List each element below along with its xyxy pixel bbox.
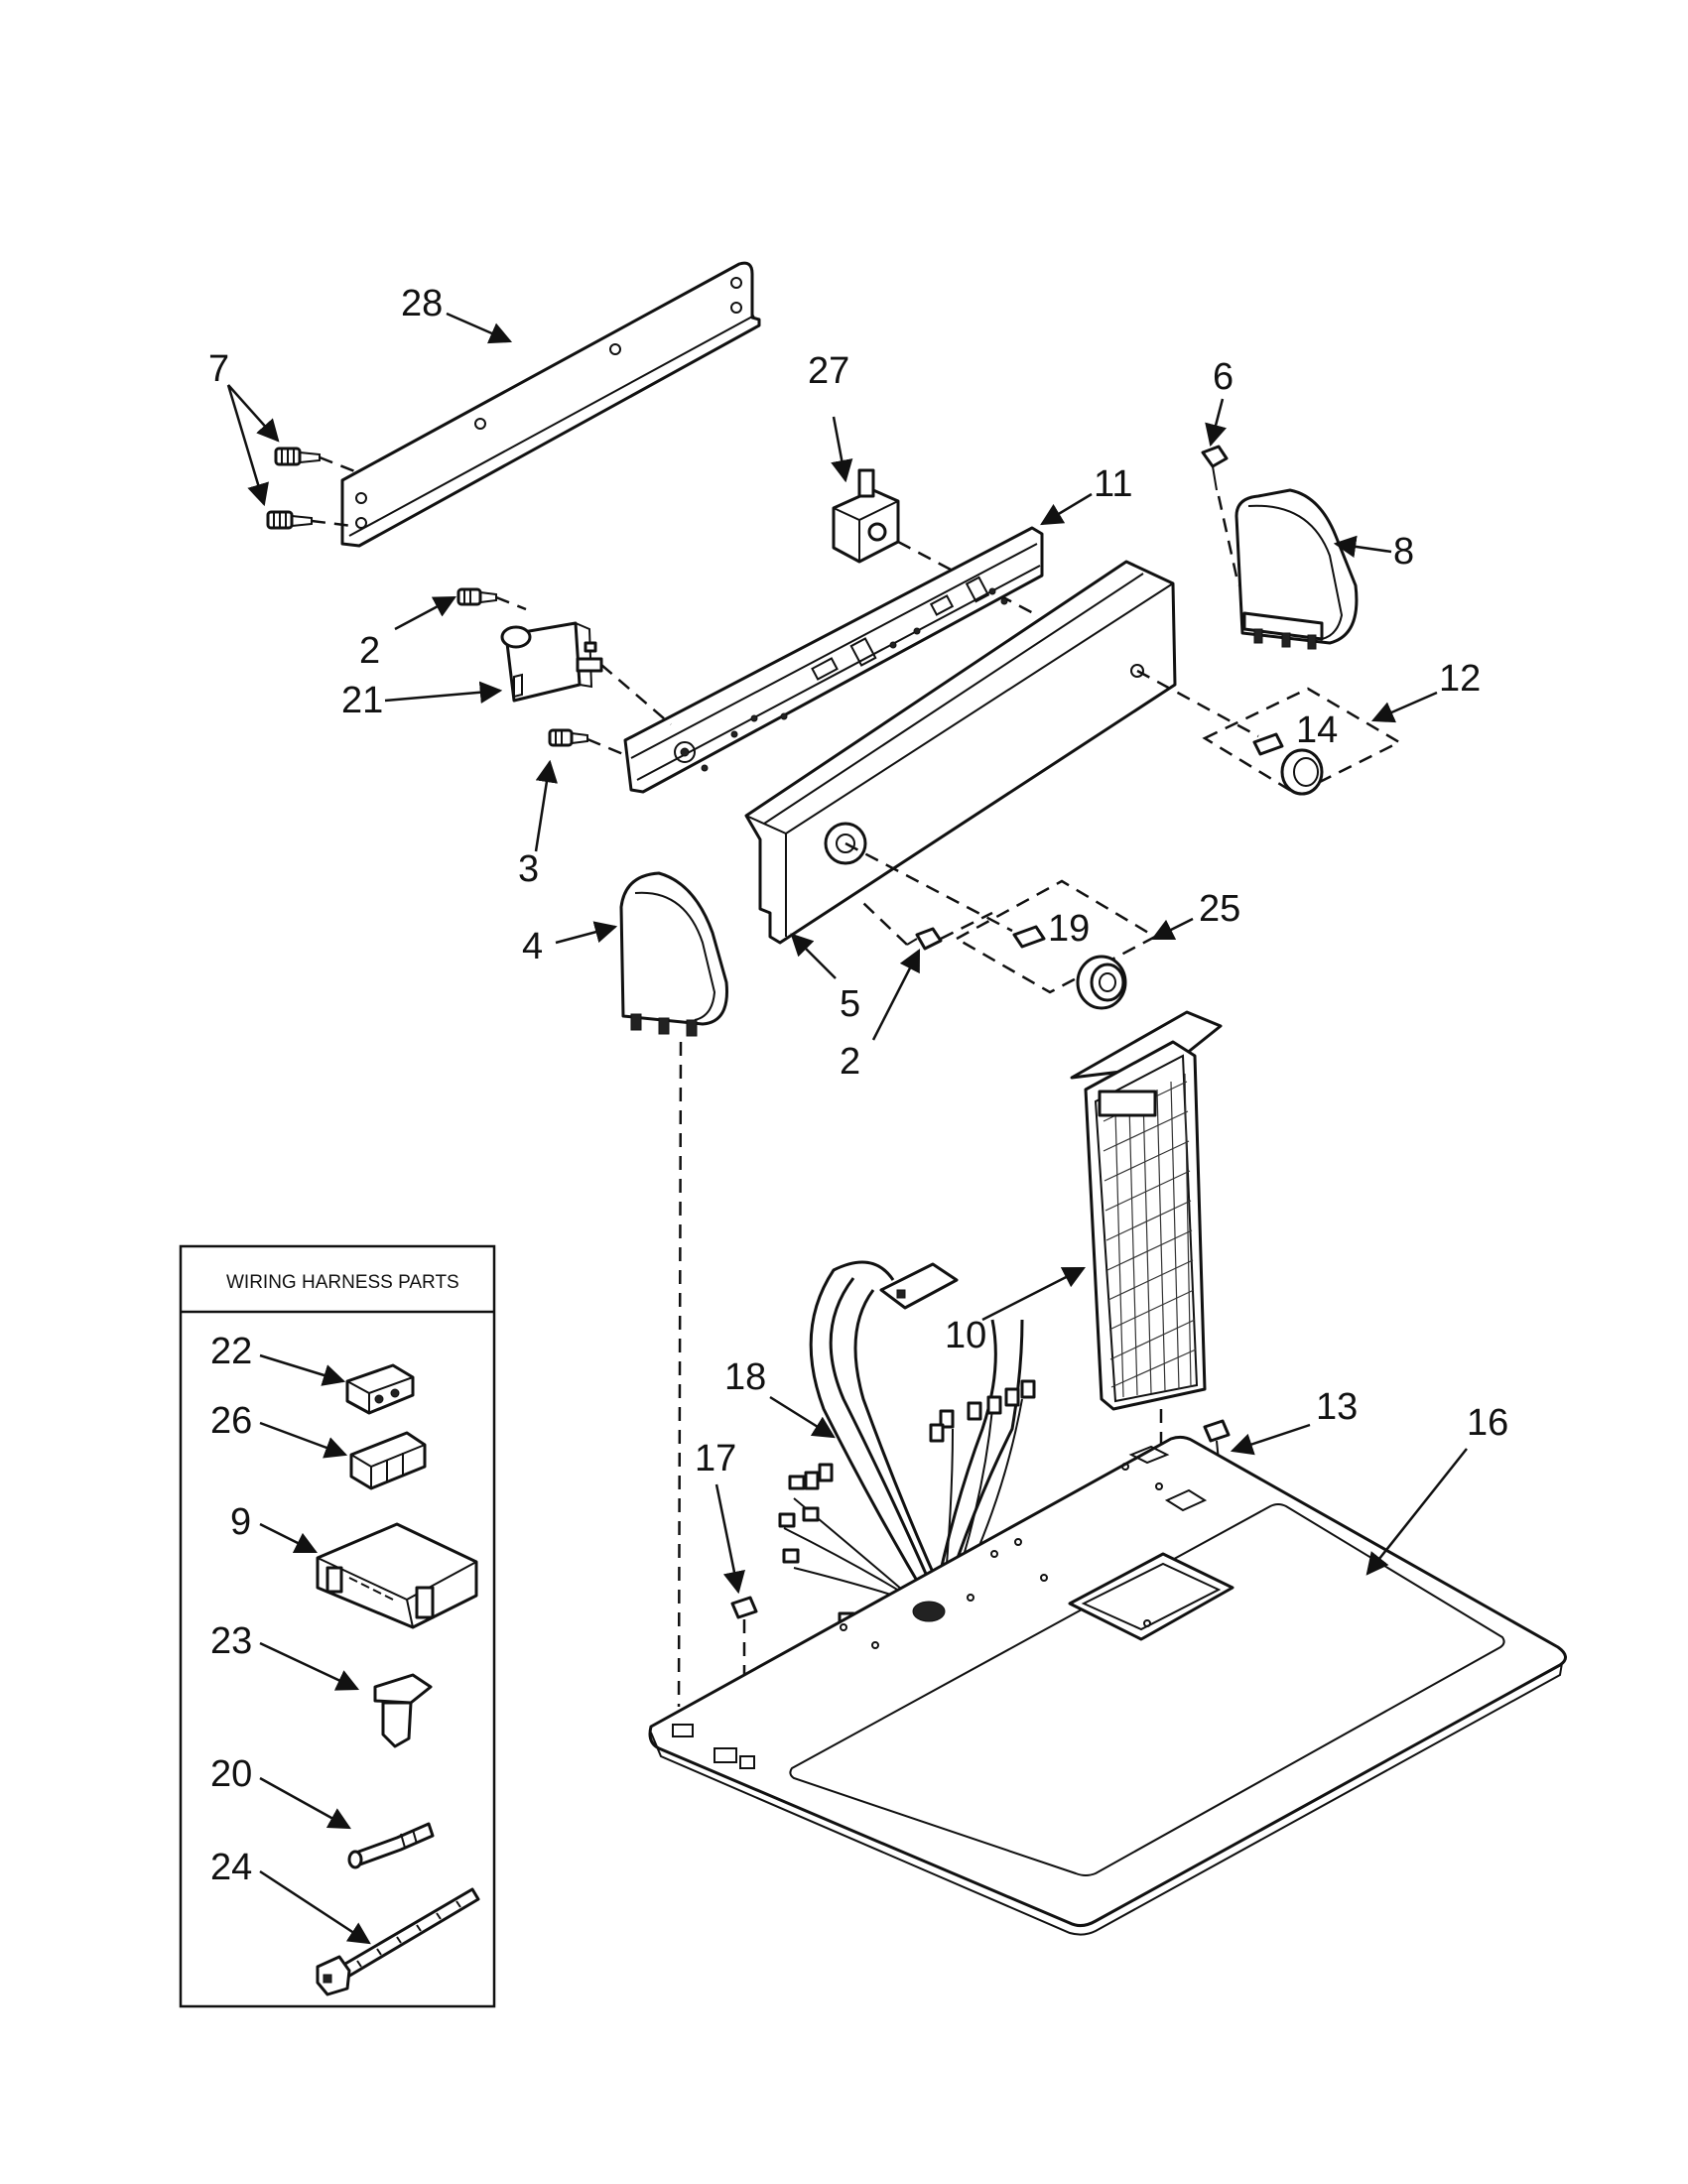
- part-8-end-cap: [1234, 488, 1359, 650]
- part-2-screw-upper: [456, 587, 527, 611]
- callout-12: 12: [1439, 658, 1481, 700]
- part-28-rear-panel: [340, 261, 761, 548]
- callout-5: 5: [840, 983, 860, 1025]
- callout-4: 4: [522, 926, 543, 967]
- callout-18: 18: [724, 1356, 766, 1398]
- callout-21: 21: [341, 680, 383, 721]
- callout-11: 11: [1094, 463, 1132, 505]
- callout-20: 20: [210, 1753, 252, 1795]
- callout-14: 14: [1296, 709, 1338, 751]
- callout-24: 24: [210, 1847, 252, 1888]
- part-16-top-panel: [648, 1435, 1567, 1936]
- part-18-wiring-harness: [778, 1260, 1036, 1628]
- callout-27: 27: [808, 350, 849, 392]
- part-24-cable-tie: [316, 1887, 480, 1996]
- part-9-terminal-block: [316, 1522, 478, 1629]
- part-3-screw: [548, 728, 624, 756]
- screw-icon: [274, 447, 321, 466]
- part-26-connector: [349, 1431, 427, 1490]
- part-4-end-cap: [619, 871, 728, 1708]
- callout-16: 16: [1467, 1402, 1508, 1444]
- callout-22: 22: [210, 1331, 252, 1372]
- part-19-clip: [1012, 925, 1046, 949]
- callout-17: 17: [695, 1438, 736, 1479]
- callout-6: 6: [1213, 356, 1234, 398]
- callout-2-lower: 2: [840, 1041, 860, 1083]
- callout-2-upper: 2: [359, 630, 380, 672]
- screw-icon: [266, 510, 313, 530]
- part-11-bracket: [623, 526, 1044, 794]
- callout-9: 9: [230, 1501, 251, 1543]
- wiring-harness-legend: [179, 1244, 496, 2008]
- part-20-terminal: [347, 1822, 435, 1869]
- part-23-clip: [373, 1673, 433, 1748]
- part-10-lint-screen: [1070, 1010, 1223, 1568]
- part-6-screw: [1201, 445, 1240, 586]
- part-25-knob-assembly: [954, 879, 1158, 1010]
- callout-8: 8: [1393, 531, 1414, 573]
- callout-26: 26: [210, 1400, 252, 1442]
- callout-labels: 28 7 27 11 6 8 2 21 12 14 3 4 25 19 5 2 …: [208, 283, 1508, 1888]
- legend-title: WIRING HARNESS PARTS: [226, 1272, 459, 1293]
- callout-10: 10: [945, 1315, 986, 1356]
- part-2-screw-lower: [862, 902, 993, 951]
- part-22-connector: [345, 1363, 415, 1415]
- part-12-knob-assembly: [1202, 687, 1402, 796]
- part-14-clip: [1252, 732, 1284, 756]
- part-7-screws: [266, 447, 358, 530]
- callout-19: 19: [1048, 908, 1090, 950]
- callout-25: 25: [1199, 888, 1240, 930]
- part-17-clip: [730, 1596, 758, 1746]
- callout-3: 3: [518, 848, 539, 890]
- callout-13: 13: [1316, 1386, 1358, 1428]
- callout-7: 7: [208, 348, 229, 390]
- leader-lines: [226, 312, 1468, 1945]
- part-5-console: [744, 560, 1259, 945]
- callout-28: 28: [401, 283, 443, 324]
- callout-23: 23: [210, 1620, 252, 1662]
- part-21-timer: [500, 621, 672, 725]
